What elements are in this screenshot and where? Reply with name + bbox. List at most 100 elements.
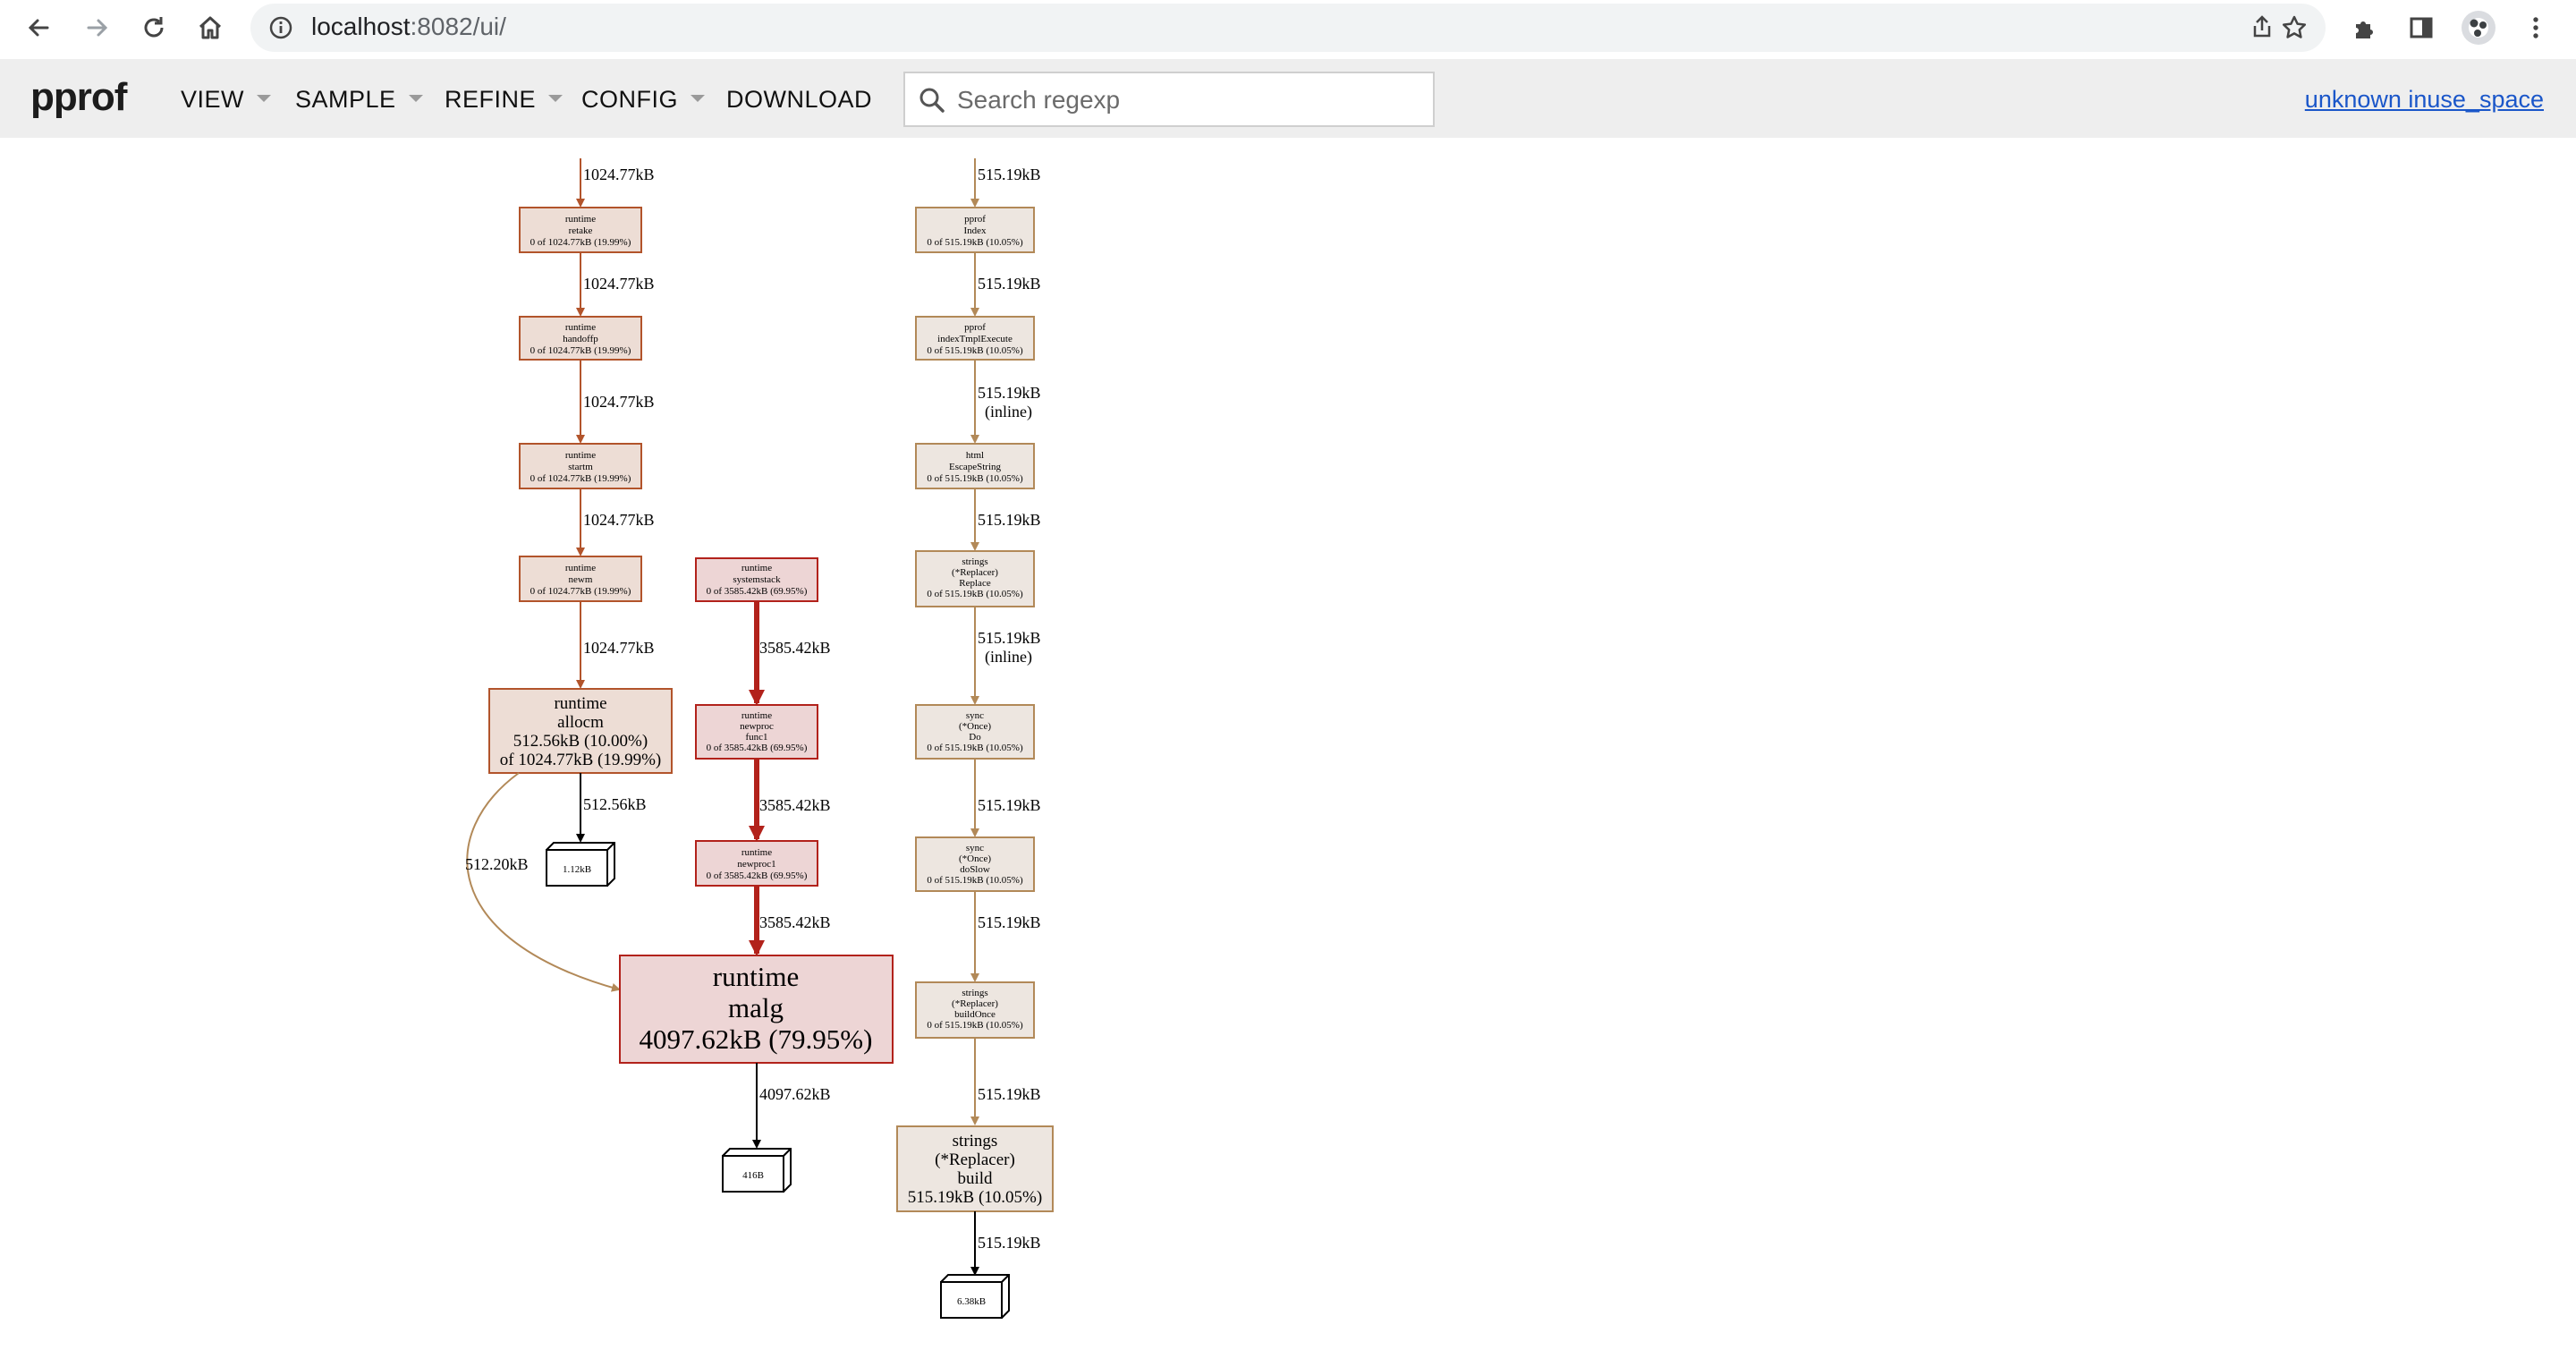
back-arrow-icon[interactable]	[16, 0, 61, 55]
node-value: 0 of 3585.42kB (69.95%)	[707, 743, 808, 753]
node-func: Do	[969, 732, 981, 743]
node-html-EscapeString[interactable]: html EscapeString 0 of 515.19kB (10.05%)	[915, 443, 1035, 489]
search-input[interactable]	[955, 82, 1424, 118]
edge-label: 1024.77kB	[583, 393, 655, 411]
node-type: (*Replacer)	[952, 998, 998, 1009]
menu-refine-label: REFINE	[445, 86, 537, 113]
edge-label: 3585.42kB	[759, 796, 831, 814]
node-pprof-index[interactable]: pprof Index 0 of 515.19kB (10.05%)	[915, 207, 1035, 253]
node-func: EscapeString	[949, 462, 1002, 472]
edge-label-inline: (inline)	[985, 403, 1032, 421]
node-pkg: pprof	[964, 322, 986, 333]
node-runtime-systemstack[interactable]: runtime systemstack 0 of 3585.42kB (69.9…	[695, 557, 818, 602]
node-pprof-indexTmplExecute[interactable]: pprof indexTmplExecute 0 of 515.19kB (10…	[915, 316, 1035, 361]
node-pkg: runtime	[565, 450, 596, 461]
node-func: startm	[568, 462, 593, 472]
node-pkg: strings	[962, 556, 987, 567]
edge-label: 3585.42kB	[759, 913, 831, 931]
node-value: 0 of 515.19kB (10.05%)	[927, 589, 1023, 599]
node-pkg: strings	[962, 988, 987, 998]
more-menu-icon[interactable]	[2513, 0, 2558, 55]
edge-label: 515.19kB	[978, 384, 1041, 402]
node-sync-Once-Do[interactable]: sync (*Once) Do 0 of 515.19kB (10.05%)	[915, 704, 1035, 760]
node-runtime-startm[interactable]: runtime startm 0 of 1024.77kB (19.99%)	[519, 443, 642, 489]
node-runtime-handoffp[interactable]: runtime handoffp 0 of 1024.77kB (19.99%)	[519, 316, 642, 361]
node-flat: 512.56kB (10.00%)	[513, 732, 648, 751]
info-icon[interactable]	[268, 15, 293, 40]
reload-icon[interactable]	[131, 0, 176, 55]
node-value: 0 of 515.19kB (10.05%)	[927, 875, 1023, 886]
node-func: Replace	[959, 578, 991, 589]
node-func: malg	[728, 992, 784, 1023]
edge-label: 515.19kB	[978, 511, 1041, 529]
node-func: allocm	[557, 713, 604, 732]
node-value: 0 of 515.19kB (10.05%)	[927, 473, 1023, 484]
chevron-down-icon	[548, 94, 564, 102]
edge-label: 1024.77kB	[583, 511, 655, 529]
alloc-size-block[interactable]: 416B	[722, 1148, 792, 1193]
node-value: 0 of 1024.77kB (19.99%)	[530, 586, 631, 597]
node-value: 0 of 515.19kB (10.05%)	[927, 1020, 1023, 1031]
node-value: 0 of 515.19kB (10.05%)	[927, 743, 1023, 753]
menu-sample[interactable]: SAMPLE	[295, 86, 423, 114]
node-func: systemstack	[733, 574, 781, 585]
node-pkg: runtime	[565, 563, 596, 573]
node-type: (*Replacer)	[952, 567, 998, 578]
node-pkg: runtime	[741, 563, 772, 573]
node-pkg: runtime	[565, 322, 596, 333]
legend-link[interactable]: unknown inuse_space	[2304, 86, 2544, 113]
menu-config[interactable]: CONFIG	[581, 86, 705, 114]
profile-avatar-icon[interactable]	[2456, 0, 2501, 55]
node-sync-Once-doSlow[interactable]: sync (*Once) doSlow 0 of 515.19kB (10.05…	[915, 836, 1035, 892]
menu-view[interactable]: VIEW	[181, 86, 272, 114]
node-pkg: pprof	[964, 214, 986, 225]
node-value: 0 of 3585.42kB (69.95%)	[707, 870, 808, 881]
forward-arrow-icon[interactable]	[75, 0, 120, 55]
search-icon	[919, 88, 945, 113]
block-label: 416B	[742, 1170, 764, 1181]
alloc-size-block[interactable]: 6.38kB	[940, 1274, 1010, 1319]
node-strings-Replacer-buildOnce[interactable]: strings (*Replacer) buildOnce 0 of 515.1…	[915, 981, 1035, 1039]
node-value: 0 of 3585.42kB (69.95%)	[707, 586, 808, 597]
node-pkg: runtime	[565, 214, 596, 225]
home-icon[interactable]	[188, 0, 233, 55]
node-type: (*Once)	[959, 853, 991, 864]
node-func: handoffp	[563, 334, 598, 344]
extensions-icon[interactable]	[2343, 0, 2387, 55]
node-pkg: runtime	[554, 694, 606, 713]
pprof-logo[interactable]: pprof	[30, 75, 127, 119]
star-icon[interactable]	[2272, 0, 2317, 55]
node-pkg: html	[966, 450, 984, 461]
call-graph-svg: 1024.77kB runtime retake 0 of 1024.77kB …	[465, 158, 1054, 1319]
node-runtime-malg[interactable]: runtime malg 4097.62kB (79.95%)	[619, 955, 894, 1064]
node-func: buildOnce	[954, 1009, 996, 1020]
node-runtime-newm[interactable]: runtime newm 0 of 1024.77kB (19.99%)	[519, 556, 642, 602]
share-icon[interactable]	[2249, 13, 2275, 40]
node-func: build	[957, 1169, 993, 1188]
chevron-down-icon	[257, 94, 272, 102]
node-strings-Replacer-build[interactable]: strings (*Replacer) build 515.19kB (10.0…	[896, 1125, 1054, 1212]
node-func: newproc1	[737, 859, 775, 870]
node-pkg: runtime	[741, 710, 772, 721]
address-bar[interactable]	[250, 4, 2326, 52]
node-runtime-retake[interactable]: runtime retake 0 of 1024.77kB (19.99%)	[519, 207, 642, 253]
node-cum: of 1024.77kB (19.99%)	[500, 751, 661, 769]
node-runtime-newproc-func1[interactable]: runtime newproc func1 0 of 3585.42kB (69…	[695, 704, 818, 760]
menu-config-label: CONFIG	[581, 86, 678, 113]
node-strings-Replacer-Replace[interactable]: strings (*Replacer) Replace 0 of 515.19k…	[915, 550, 1035, 607]
edge-label: 515.19kB	[978, 275, 1041, 293]
edge-label: 1024.77kB	[583, 275, 655, 293]
edge-allocm-malg[interactable]	[466, 772, 621, 992]
menu-download[interactable]: DOWNLOAD	[726, 86, 873, 113]
node-value: 0 of 515.19kB (10.05%)	[927, 345, 1023, 356]
sidepanel-icon[interactable]	[2399, 0, 2444, 55]
node-runtime-allocm[interactable]: runtime allocm 512.56kB (10.00%) of 1024…	[488, 688, 673, 774]
block-label: 1.12kB	[563, 864, 591, 875]
node-pkg: sync	[966, 710, 984, 721]
menu-refine[interactable]: REFINE	[445, 86, 564, 114]
node-value: 0 of 1024.77kB (19.99%)	[530, 345, 631, 356]
call-graph: 1024.77kB runtime retake 0 of 1024.77kB …	[0, 138, 2576, 1350]
node-runtime-newproc1[interactable]: runtime newproc1 0 of 3585.42kB (69.95%)	[695, 840, 818, 887]
alloc-size-block[interactable]: 1.12kB	[546, 842, 615, 887]
edge-label: 515.19kB	[978, 796, 1041, 814]
